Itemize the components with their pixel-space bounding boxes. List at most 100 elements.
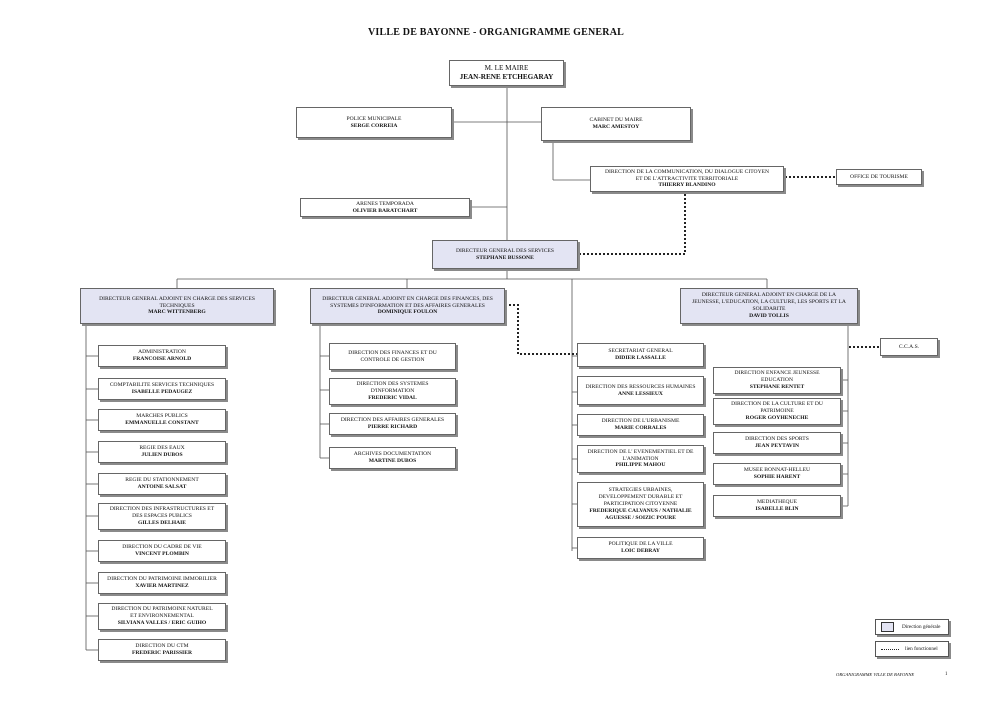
dga-fin-name: DOMINIQUE FOULON <box>377 309 438 316</box>
urbanisme-title: DIRECTION DE L'URBANISME <box>601 418 680 425</box>
strategies-urbaines-box: STRATEGIES URBAINES, DEVELOPPEMENT DURAB… <box>577 482 704 527</box>
strategies-urbaines-name: FREDERIQUE CALVANUS / NATHALIE AGUESSE /… <box>589 507 692 521</box>
mediatheque-name: ISABELLE BLIN <box>755 506 799 512</box>
comptabilite-box: COMPTABILITE SERVICES TECHNIQUES ISABELL… <box>98 378 226 400</box>
mediatheque-title: MEDIATHEQUE <box>756 499 798 506</box>
evenementiel-title: DIRECTION DE L' EVENEMENTIEL ET DE L'ANI… <box>587 448 694 462</box>
police-name: SERGE CORREIA <box>350 122 398 129</box>
eaux-name: JULIEN DUBOS <box>141 452 183 458</box>
marches-title: MARCHES PUBLICS <box>136 413 188 420</box>
secretariat-title: SECRETARIAT GENERAL <box>608 348 673 355</box>
legend-general: Direction générale <box>875 619 949 635</box>
dga-fin-box: DIRECTEUR GENERAL ADJOINT EN CHARGE DES … <box>310 288 505 324</box>
administration-name: FRANCOISE ARNOLD <box>132 356 192 362</box>
evenementiel-box: DIRECTION DE L' EVENEMENTIEL ET DE L'ANI… <box>577 445 704 473</box>
ctm-title: DIRECTION DU CTM <box>135 643 189 650</box>
sports-box: DIRECTION DES SPORTS JEAN PEYTAVIN <box>713 432 841 454</box>
urbanisme-box: DIRECTION DE L'URBANISME MARIE CORRALES <box>577 414 704 436</box>
enfance-name: STEPHANE RENTET <box>749 383 805 390</box>
cadre-vie-name: VINCENT PLOMBIN <box>135 551 189 557</box>
communication-title: DIRECTION DE LA COMMUNICATION, DU DIALOG… <box>604 168 770 182</box>
ctm-box: DIRECTION DU CTM FREDERIC PARISSIER <box>98 639 226 661</box>
patrimoine-immobilier-box: DIRECTION DU PATRIMOINE IMMOBILIER XAVIE… <box>98 572 226 594</box>
infrastructures-title: DIRECTION DES INFRASTRUCTURES ET DES ESP… <box>109 506 215 520</box>
affaires-generales-title: DIRECTION DES AFFAIRES GENERALES <box>340 417 445 424</box>
dga-jeunesse-title: DIRECTEUR GENERAL ADJOINT EN CHARGE DE L… <box>692 292 846 312</box>
stationnement-box: REGIE DU STATIONNEMENT ANTOINE SALSAT <box>98 473 226 495</box>
patrimoine-immobilier-name: XAVIER MARTINEZ <box>135 583 189 589</box>
secretariat-name: DIDIER LASSALLE <box>615 355 666 361</box>
communication-box: DIRECTION DE LA COMMUNICATION, DU DIALOG… <box>590 166 784 192</box>
dgs-box: DIRECTEUR GENERAL DES SERVICES STEPHANE … <box>432 240 578 269</box>
sports-name: JEAN PEYTAVIN <box>754 443 800 449</box>
police-title: POLICE MUNICIPALE <box>346 115 402 122</box>
affaires-generales-box: DIRECTION DES AFFAIRES GENERALES PIERRE … <box>329 413 456 435</box>
dga-jeunesse-box: DIRECTEUR GENERAL ADJOINT EN CHARGE DE L… <box>680 288 858 324</box>
eaux-box: REGIE DES EAUX JULIEN DUBOS <box>98 441 226 463</box>
legend-general-swatch <box>881 622 894 632</box>
infrastructures-box: DIRECTION DES INFRASTRUCTURES ET DES ESP… <box>98 503 226 530</box>
archives-title: ARCHIVES DOCUMENTATION <box>353 451 432 458</box>
politique-ville-name: LOIC DEBRAY <box>621 548 660 554</box>
secretariat-box: SECRETARIAT GENERAL DIDIER LASSALLE <box>577 343 704 367</box>
enfance-box: DIRECTION ENFANCE JEUNESSE EDUCATION STE… <box>713 367 841 394</box>
culture-title: DIRECTION DE LA CULTURE ET DU PATRIMOINE <box>731 401 823 415</box>
archives-box: ARCHIVES DOCUMENTATION MARTINE DUBOS <box>329 447 456 469</box>
administration-title: ADMINISTRATION <box>138 349 186 356</box>
comptabilite-title: COMPTABILITE SERVICES TECHNIQUES <box>109 382 215 389</box>
legend-general-label: Direction générale <box>902 624 941 630</box>
musee-title: MUSEE BONNAT-HELLEU <box>743 467 811 474</box>
legend-dotted-line-icon <box>881 648 899 650</box>
mayor-title: M. LE MAIRE <box>484 64 529 73</box>
enfance-title: DIRECTION ENFANCE JEUNESSE EDUCATION <box>734 370 820 384</box>
culture-box: DIRECTION DE LA CULTURE ET DU PATRIMOINE… <box>713 398 841 425</box>
evenementiel-name: PHILIPPE MAHOU <box>615 462 666 469</box>
systemes-information-box: DIRECTION DES SYSTEMES D'INFORMATION FRE… <box>329 378 456 405</box>
arenes-title: ARENES TEMPORADA <box>356 200 414 207</box>
tourisme-box: OFFICE DE TOURISME <box>836 169 922 185</box>
ccas-box: C.C.A.S. <box>880 338 938 356</box>
sports-title: DIRECTION DES SPORTS <box>745 436 809 443</box>
arenes-name: OLIVIER BARATCHART <box>352 207 418 214</box>
dgs-title: DIRECTEUR GENERAL DES SERVICES <box>455 247 554 254</box>
eaux-title: REGIE DES EAUX <box>139 445 185 452</box>
systemes-information-title: DIRECTION DES SYSTEMES D'INFORMATION <box>356 381 429 395</box>
politique-ville-box: POLITIQUE DE LA VILLE LOIC DEBRAY <box>577 537 704 559</box>
musee-box: MUSEE BONNAT-HELLEU SOPHIE HARENT <box>713 463 841 485</box>
finances-box: DIRECTION DES FINANCES ET DU CONTROLE DE… <box>329 343 456 370</box>
comptabilite-name: ISABELLE PEDAUGEZ <box>131 389 193 395</box>
tourisme-title: OFFICE DE TOURISME <box>850 173 908 180</box>
affaires-generales-name: PIERRE RICHARD <box>367 424 418 430</box>
dga-jeunesse-name: DAVID TOLLIS <box>749 312 789 319</box>
communication-name: THIERRY BLANDINO <box>658 182 716 189</box>
stationnement-name: ANTOINE SALSAT <box>137 484 187 490</box>
finances-title: DIRECTION DES FINANCES ET DU CONTROLE DE… <box>348 349 437 363</box>
marches-box: MARCHES PUBLICS EMMANUELLE CONSTANT <box>98 409 226 431</box>
politique-ville-title: POLITIQUE DE LA VILLE <box>608 541 673 548</box>
page-number: 1 <box>945 672 948 677</box>
patrimoine-naturel-title: DIRECTION DU PATRIMOINE NATUREL ET ENVIR… <box>111 606 213 620</box>
page-title: VILLE DE BAYONNE - ORGANIGRAMME GENERAL <box>367 27 625 38</box>
arenes-box: ARENES TEMPORADA OLIVIER BARATCHART <box>300 198 470 217</box>
cadre-vie-title: DIRECTION DU CADRE DE VIE <box>122 544 202 551</box>
ressources-humaines-box: DIRECTION DES RESSOURCES HUMAINES ANNE L… <box>577 376 704 405</box>
mediatheque-box: MEDIATHEQUE ISABELLE BLIN <box>713 495 841 517</box>
patrimoine-immobilier-title: DIRECTION DU PATRIMOINE IMMOBILIER <box>107 576 217 583</box>
ressources-humaines-name: ANNE LESSIEUX <box>618 390 663 397</box>
systemes-information-name: FREDERIC VIDAL <box>368 394 417 401</box>
dga-tech-title: DIRECTEUR GENERAL ADJOINT EN CHARGE DES … <box>99 295 255 309</box>
dga-tech-name: MARC WITTENBERG <box>148 309 206 316</box>
musee-name: SOPHIE HARENT <box>753 474 801 480</box>
patrimoine-naturel-name: SILVIANA VALLES / ERIC GUIHO <box>117 619 207 626</box>
urbanisme-name: MARIE CORRALES <box>614 425 667 431</box>
culture-name: ROGER GOYHENECHE <box>745 414 809 421</box>
footer-text: ORGANIGRAMME VILLE DE BAYONNE <box>836 672 915 677</box>
ccas-title: C.C.A.S. <box>898 343 920 350</box>
cabinet-title: CABINET DU MAIRE <box>589 117 643 124</box>
strategies-urbaines-title: STRATEGIES URBAINES, DEVELOPPEMENT DURAB… <box>598 487 683 508</box>
mayor-name: JEAN-RENE ETCHEGARAY <box>459 73 554 81</box>
marches-name: EMMANUELLE CONSTANT <box>125 420 199 426</box>
dgs-name: STEPHANE BUSSONE <box>476 254 534 261</box>
archives-name: MARTINE DUBOS <box>368 458 417 464</box>
